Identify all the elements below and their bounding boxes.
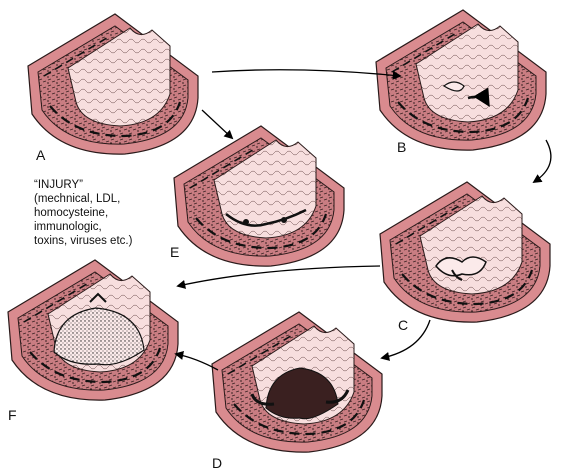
- arrow-b-to-c: [532, 139, 552, 183]
- injury-note-line: immunologic,: [34, 221, 102, 233]
- panel-f-vessel: [6, 258, 180, 402]
- injury-note-line: homocysteine,: [34, 207, 109, 219]
- panel-d-vessel: [210, 310, 384, 454]
- panel-c-vessel: [378, 180, 552, 324]
- panel-a-vessel: [26, 12, 200, 156]
- label-e: E: [170, 244, 179, 260]
- label-d: D: [212, 455, 222, 471]
- panel-b-vessel: [374, 8, 548, 152]
- label-c: C: [398, 317, 408, 333]
- flow-arrows: [174, 69, 552, 371]
- arrow-a-to-b: [211, 69, 402, 80]
- arrow-d-to-f: [174, 350, 219, 371]
- injury-note-line: (mechnical, LDL,: [34, 193, 121, 205]
- injury-note: “INJURY” (mechnical, LDL, homocysteine, …: [34, 178, 184, 248]
- label-a: A: [36, 147, 46, 163]
- injury-note-line: toxins, viruses etc.): [34, 235, 133, 247]
- injury-note-line: “INJURY”: [34, 179, 83, 191]
- arrow-a-to-e: [201, 109, 234, 140]
- label-b: B: [397, 139, 406, 155]
- arrow-c-to-f: [176, 265, 381, 289]
- label-f: F: [8, 407, 17, 423]
- arrow-c-to-d: [380, 319, 431, 361]
- panel-e-vessel: [172, 124, 346, 268]
